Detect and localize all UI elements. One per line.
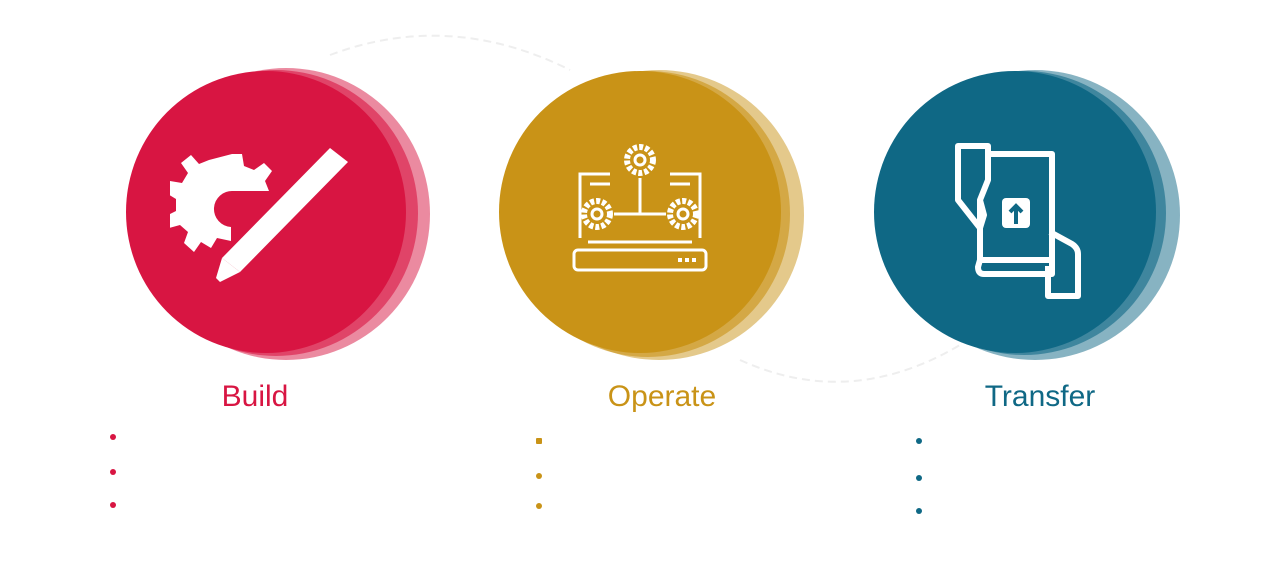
bullet-dot xyxy=(916,508,922,514)
bullet-dot xyxy=(536,473,542,479)
bullet-dot xyxy=(110,469,116,475)
laptop-gears-icon xyxy=(572,144,708,272)
bullet-dot xyxy=(110,502,116,508)
bullet-dot xyxy=(536,503,542,509)
stage-title: Transfer xyxy=(984,380,1096,413)
stage-title: Build xyxy=(221,380,289,413)
bullet-dot xyxy=(110,434,116,440)
stage-title: Operate xyxy=(607,380,717,413)
bullet-dot xyxy=(916,438,922,444)
arc-operate-transfer xyxy=(739,344,961,383)
hand-over-document-icon xyxy=(955,143,1081,299)
bullet-dot xyxy=(536,438,542,444)
arc-build-operate xyxy=(329,34,571,71)
bullet-dot xyxy=(916,475,922,481)
circle-build xyxy=(126,71,406,353)
gear-pencil-icon xyxy=(170,148,348,282)
